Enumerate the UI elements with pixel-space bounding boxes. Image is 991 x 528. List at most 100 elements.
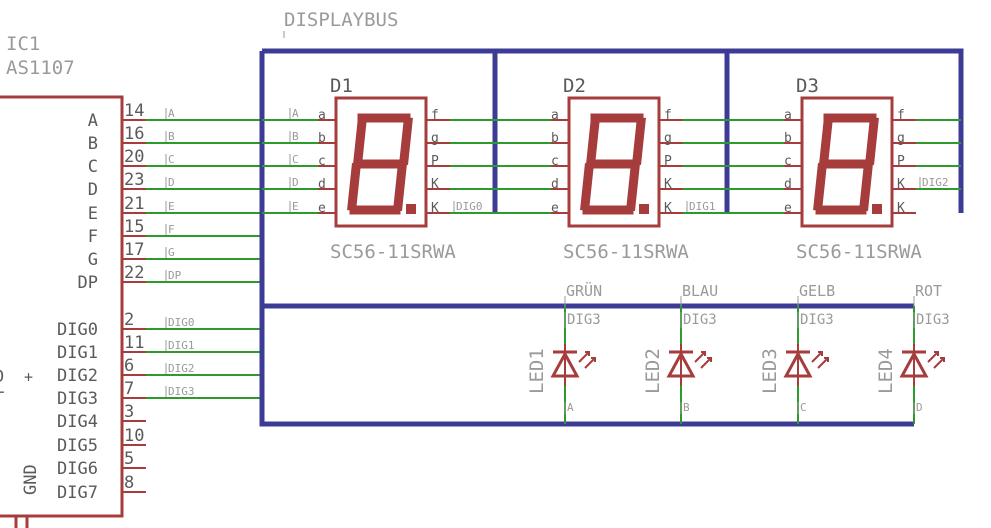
ic-pin-number: 7 bbox=[124, 379, 134, 399]
led-arrow bbox=[694, 351, 706, 363]
led-bottom-net-label: D bbox=[916, 401, 923, 414]
ic-pin-net-label: DIG3 bbox=[168, 385, 195, 398]
led-arrow bbox=[700, 357, 712, 369]
segment-c bbox=[393, 163, 407, 211]
display-left-pin-label: c bbox=[318, 154, 326, 169]
display-left-pin-label: e bbox=[784, 201, 792, 216]
display-left-net-label: C bbox=[292, 153, 299, 166]
led-dig-net-label: DIG3 bbox=[567, 312, 601, 328]
display-part-label: SC56-11SRWA bbox=[563, 241, 689, 263]
led-top-net-label: GELB bbox=[799, 282, 835, 300]
display-body bbox=[567, 96, 661, 228]
display-right-pin-label: K bbox=[897, 201, 905, 216]
display-right-pin-label: P bbox=[897, 154, 905, 169]
ic-pin-number: 22 bbox=[124, 263, 144, 283]
led-top-net-label: ROT bbox=[915, 282, 942, 300]
display-left-pin-label: e bbox=[551, 201, 559, 216]
display-name: D2 bbox=[563, 75, 586, 97]
display-right-pin-label: f bbox=[664, 108, 672, 123]
ic-part: AS1107 bbox=[6, 57, 75, 79]
ic-pin-label: B bbox=[88, 134, 98, 154]
decimal-point bbox=[406, 204, 416, 214]
ic-pin-number: 21 bbox=[124, 194, 144, 214]
display-left-pin-label: d bbox=[784, 177, 792, 192]
display-right-pin-label: K bbox=[664, 201, 672, 216]
ic-pin-number: 5 bbox=[124, 449, 134, 469]
display-part-label: SC56-11SRWA bbox=[330, 241, 456, 263]
segment-e bbox=[347, 163, 361, 211]
display-left-pin-label: c bbox=[784, 154, 792, 169]
led-name: LED1 bbox=[526, 348, 548, 394]
display-right-pin-label: g bbox=[431, 131, 439, 146]
led-dig-net-label: DIG3 bbox=[683, 312, 717, 328]
display-right-pin-label: K bbox=[664, 177, 672, 192]
display-left-net-label: E bbox=[292, 200, 299, 213]
display-left-pin-label: e bbox=[318, 201, 326, 216]
display-right-pin-label: P bbox=[431, 154, 439, 169]
ic-pin-label: E bbox=[88, 204, 98, 224]
ic-pin-number: 16 bbox=[124, 124, 144, 144]
ic-pin-label: G bbox=[88, 250, 98, 270]
signal-wires bbox=[262, 119, 961, 214]
display-right-pin-label: g bbox=[897, 131, 905, 146]
ic-pin-label: D bbox=[88, 180, 98, 200]
segment-e bbox=[580, 163, 594, 211]
ic-body bbox=[0, 95, 124, 518]
display-left-net-label: D bbox=[292, 176, 299, 189]
ic-pin-number: 15 bbox=[124, 217, 144, 237]
bus-label: DISPLAYBUS bbox=[284, 9, 398, 31]
ic-pin-label: DIG4 bbox=[57, 412, 98, 432]
ic-pin-number: 17 bbox=[124, 240, 144, 260]
led-name: LED4 bbox=[875, 348, 897, 394]
display-right-pin-label: K bbox=[431, 201, 439, 216]
ic-pin-label: DP bbox=[78, 273, 98, 293]
ic-gnd-label: GND bbox=[21, 464, 41, 495]
led-name: LED3 bbox=[759, 348, 781, 394]
status-leds: GRÜNDIG3LED1ABLAUDIG3LED2BGELBDIG3LED3CR… bbox=[526, 281, 950, 424]
ic-pin-net-label: A bbox=[168, 107, 175, 120]
ic-pin-net-label: B bbox=[168, 130, 175, 143]
display-left-pin-label: c bbox=[551, 154, 559, 169]
segment-b bbox=[399, 117, 413, 165]
led-top-net-label: GRÜN bbox=[566, 281, 602, 300]
display-left-pin-label: a bbox=[318, 108, 326, 123]
display-right-pin-label: P bbox=[664, 154, 672, 169]
decimal-point bbox=[639, 204, 649, 214]
display-dig-net-label: DIG0 bbox=[456, 200, 483, 213]
led-dig-net-label: DIG3 bbox=[800, 312, 834, 328]
ic-pin-net-label: F bbox=[168, 223, 175, 236]
ic-pin-net-label: DIG0 bbox=[168, 316, 195, 329]
ic-pin-label: DIG3 bbox=[57, 389, 98, 409]
ic-left-fragment-t: T bbox=[0, 389, 4, 409]
led-top-net-label: BLAU bbox=[682, 282, 718, 300]
led-bottom-net-label: B bbox=[683, 401, 690, 414]
display-right-pin-label: K bbox=[431, 177, 439, 192]
ic-pin-number: 23 bbox=[124, 170, 144, 190]
ic-pin-label: A bbox=[88, 111, 98, 131]
ic-name: IC1 bbox=[6, 33, 40, 55]
segment-f bbox=[353, 117, 367, 165]
led-arrow bbox=[578, 351, 590, 363]
ic-pin-number: 3 bbox=[124, 402, 134, 422]
display-left-pin-label: b bbox=[551, 131, 559, 146]
segment-f bbox=[586, 117, 600, 165]
ic-pin-label: C bbox=[88, 157, 98, 177]
display-body bbox=[800, 96, 894, 228]
led-bottom-net-label: A bbox=[567, 401, 574, 414]
ic-pin-dig4: DIG4 3 bbox=[57, 402, 146, 432]
led-bottom-net-label: C bbox=[800, 401, 807, 414]
